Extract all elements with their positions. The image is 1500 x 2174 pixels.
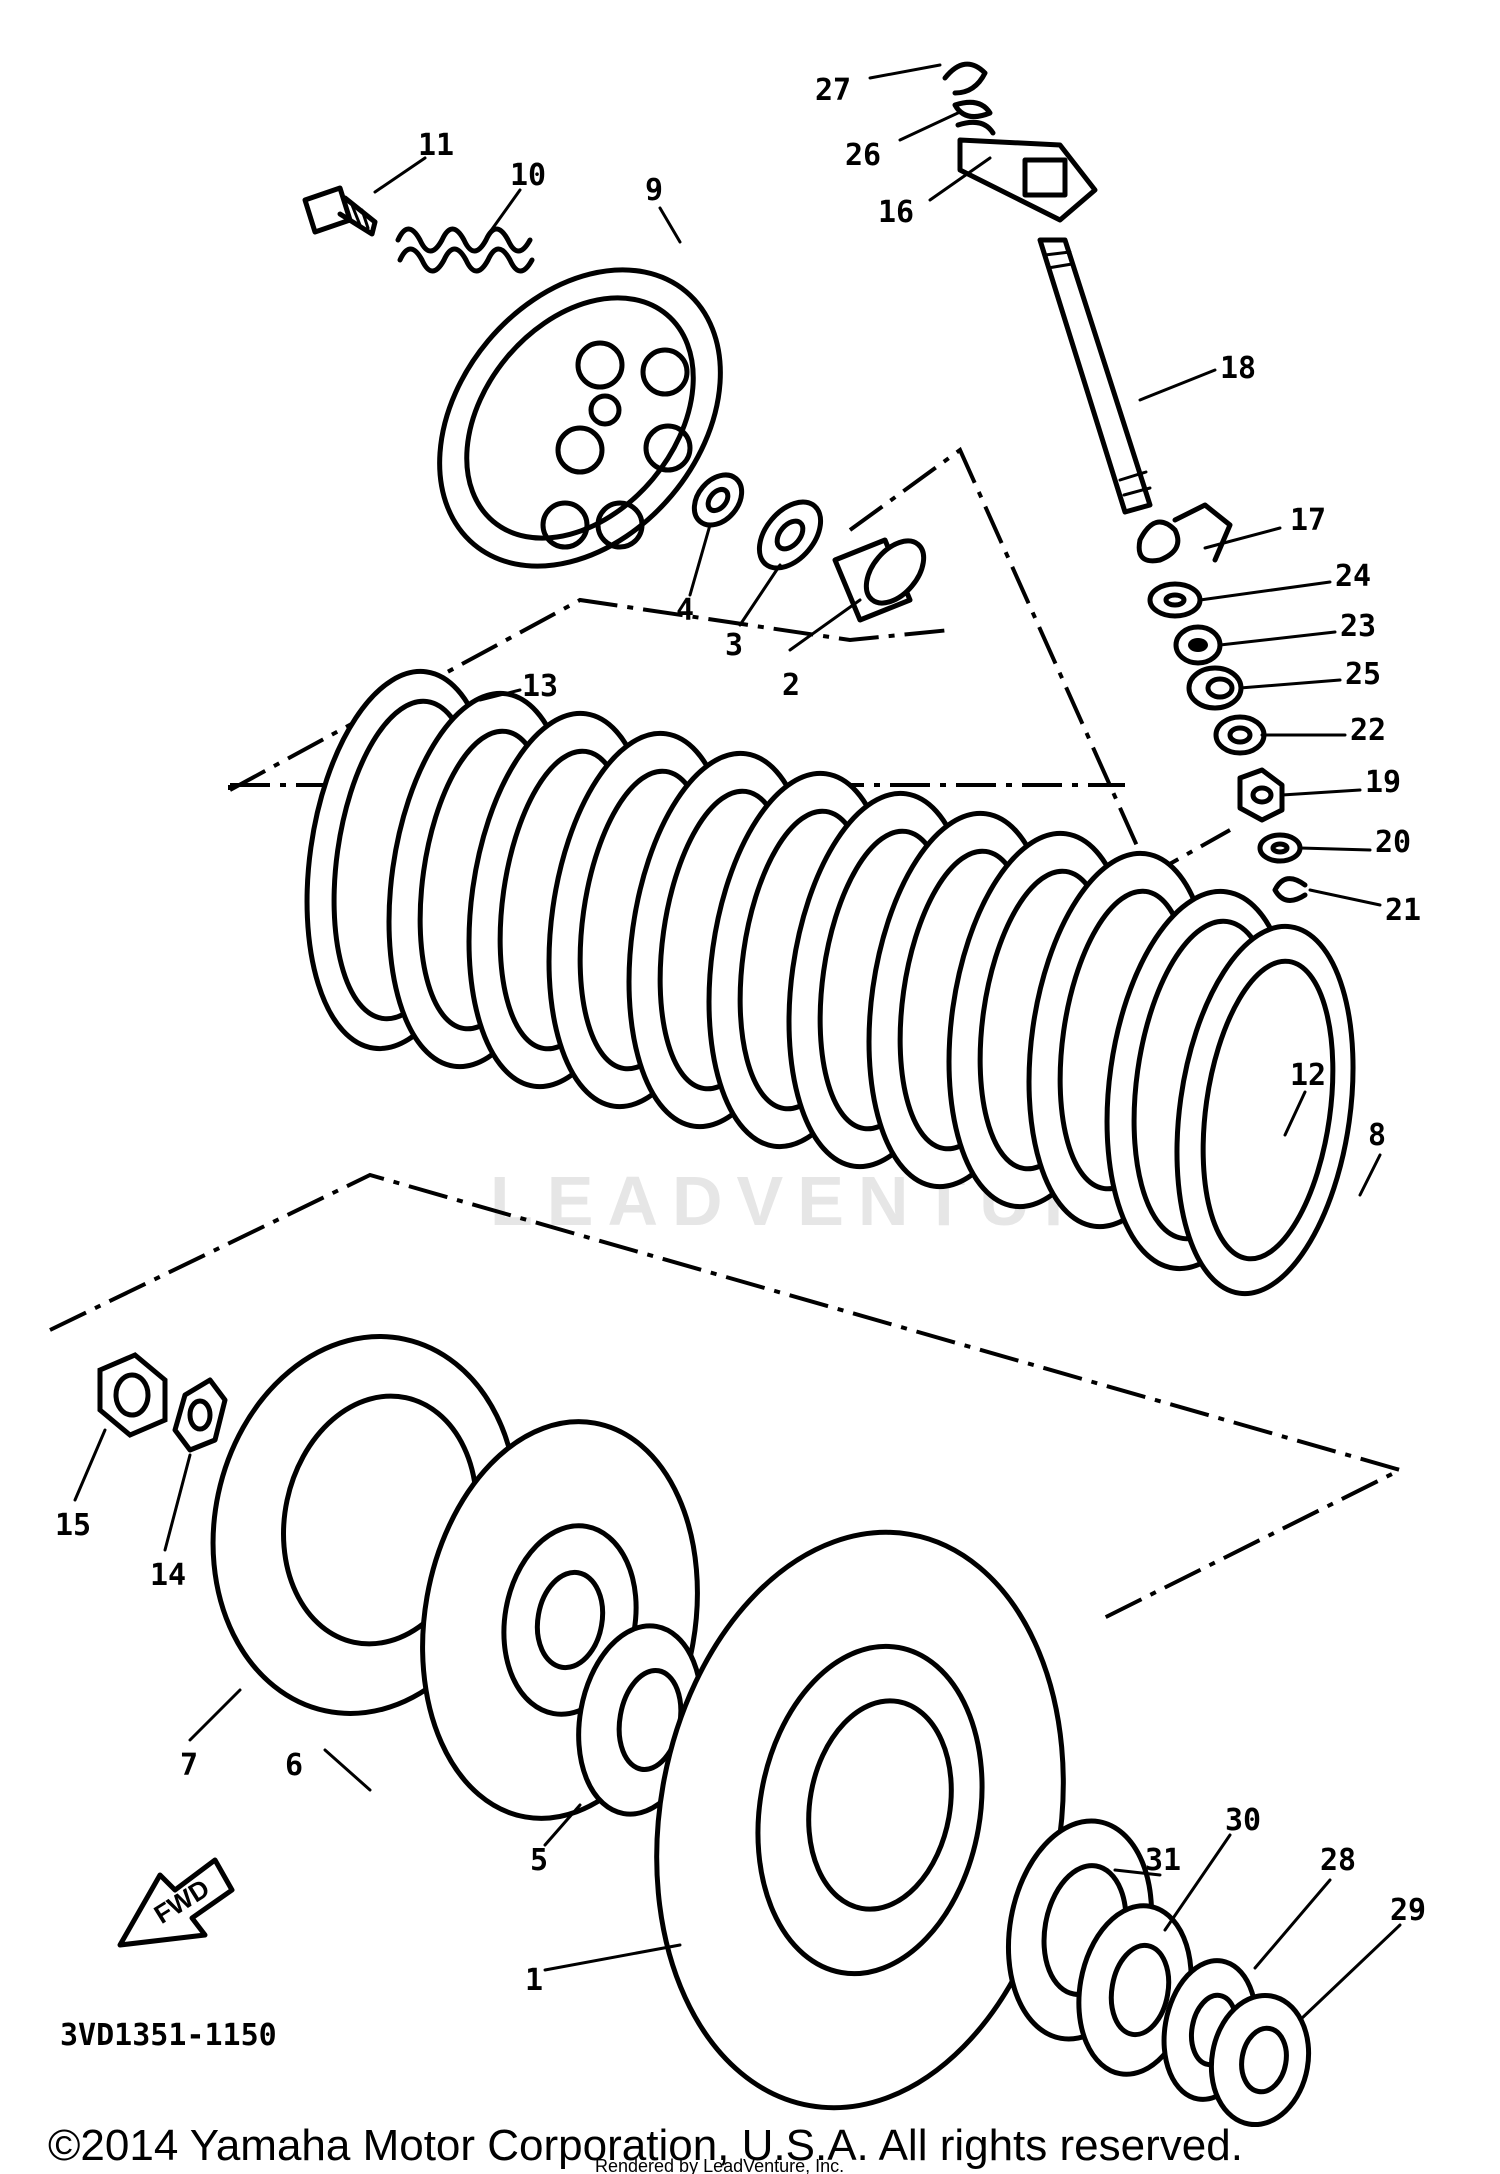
- bearing-part-25: [1186, 665, 1244, 711]
- callout-14: 14: [150, 1558, 186, 1593]
- callout-7: 7: [180, 1748, 198, 1783]
- drawing-code: 3VD1351-1150: [60, 2018, 277, 2053]
- callout-16: 16: [878, 195, 914, 230]
- callout-1: 1: [525, 1963, 543, 1998]
- callout-labels: 11 10 9 4 3 2 13 27 26 16 18 17 24 23 25…: [55, 73, 1426, 1998]
- callout-31: 31: [1145, 1843, 1181, 1878]
- callout-21: 21: [1385, 893, 1421, 928]
- circlip-part-27: [942, 61, 988, 96]
- leader-lines: [73, 63, 1402, 2022]
- callout-15: 15: [55, 1508, 91, 1543]
- nut-part-15: [97, 1352, 168, 1438]
- lever-part-16: [957, 137, 1098, 223]
- callout-10: 10: [510, 158, 546, 193]
- callout-9: 9: [645, 173, 663, 208]
- washer-part-24: [1147, 581, 1203, 619]
- callout-6: 6: [285, 1748, 303, 1783]
- callout-23: 23: [1340, 609, 1376, 644]
- callout-2: 2: [782, 668, 800, 703]
- spring-part-26: [952, 99, 996, 136]
- spacer-part-29: [1208, 1992, 1312, 2128]
- pressure-plate-part: [437, 267, 723, 569]
- washer-part-20: [1257, 832, 1303, 864]
- callout-28: 28: [1320, 1843, 1356, 1878]
- callout-8: 8: [1368, 1118, 1386, 1153]
- clutch-housing-part-1: [654, 1529, 1066, 2111]
- callout-26: 26: [845, 138, 881, 173]
- spring-part-17: [1136, 502, 1233, 564]
- shaft-part-18: [1037, 237, 1153, 515]
- callout-13: 13: [522, 669, 558, 704]
- callout-19: 19: [1365, 765, 1401, 800]
- callout-20: 20: [1375, 825, 1411, 860]
- callout-17: 17: [1290, 503, 1326, 538]
- callout-11: 11: [418, 128, 454, 163]
- callout-25: 25: [1345, 657, 1381, 692]
- copyright-notice: ©2014 Yamaha Motor Corporation, U.S.A. A…: [48, 2121, 1243, 2170]
- fwd-arrow-icon: FWD: [117, 1857, 235, 1948]
- callout-30: 30: [1225, 1803, 1261, 1838]
- circlip-part-21: [1272, 876, 1308, 903]
- callout-4: 4: [676, 593, 694, 628]
- callout-22: 22: [1350, 713, 1386, 748]
- callout-3: 3: [725, 628, 743, 663]
- seal-part-23: [1173, 624, 1223, 666]
- callout-29: 29: [1390, 1893, 1426, 1928]
- callout-18: 18: [1220, 351, 1256, 386]
- push-rod-part-2: [832, 537, 927, 623]
- bushing-part-22: [1213, 714, 1267, 756]
- callout-27: 27: [815, 73, 851, 108]
- spring-part: [395, 226, 535, 274]
- lock-washer-part-14: [172, 1377, 228, 1453]
- washer-part-4: [691, 472, 745, 528]
- bearing-part-3: [756, 499, 824, 571]
- callout-5: 5: [530, 1843, 548, 1878]
- callout-24: 24: [1335, 559, 1371, 594]
- friction-plate-stack: [304, 668, 1356, 1297]
- bolt-part: [302, 185, 378, 237]
- rendered-by-notice: Rendered by LeadVenture, Inc.: [595, 2156, 844, 2174]
- nut-part-19: [1237, 767, 1285, 823]
- callout-12: 12: [1290, 1058, 1326, 1093]
